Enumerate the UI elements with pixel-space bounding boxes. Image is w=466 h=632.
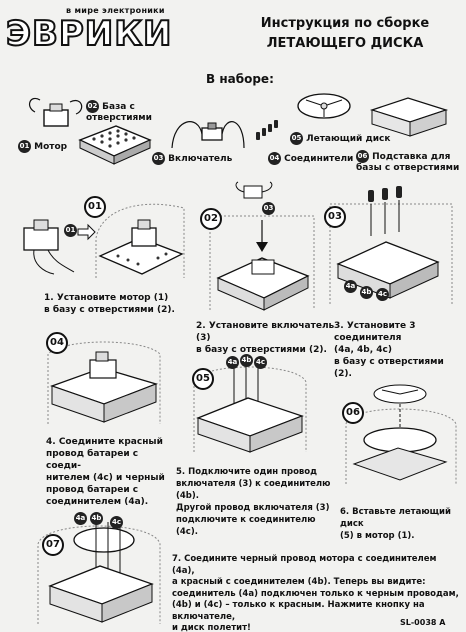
step-4-badge: 04 xyxy=(46,332,68,354)
disc-part-illustration xyxy=(297,93,351,119)
part-number-badge: 01 xyxy=(18,140,31,153)
step-7-callout-4b: 4b xyxy=(90,508,103,527)
part-label: Подставка для базы с отверстиями xyxy=(356,152,460,173)
step-3-badge: 03 xyxy=(324,206,346,228)
step-5-callout-4b: 4b xyxy=(240,350,253,369)
step-1-motor-illustration xyxy=(23,219,75,275)
page-title: Инструкция по сборке ЛЕТАЮЩЕГО ДИСКА xyxy=(230,14,460,54)
step-1-base-illustration xyxy=(95,203,185,278)
part-number-badge: 02 xyxy=(86,100,99,113)
step-4-base-illustration xyxy=(47,341,161,424)
part-stand: 06 Подставка для базы с отверстиями xyxy=(356,150,464,174)
step-4-text: 4. Соедините красный провод батареи с со… xyxy=(46,437,165,507)
kit-heading: В наборе: xyxy=(206,72,274,86)
step-7-text: 7. Соедините черный провод мотора с соед… xyxy=(172,554,459,632)
part-switch: 03 Включатель xyxy=(152,152,232,165)
step-3-callout-4c: 4c xyxy=(376,284,389,303)
connectors-part-illustration xyxy=(256,120,278,140)
part-label: Мотор xyxy=(34,142,68,152)
base-part-illustration xyxy=(78,125,152,165)
motor-part-illustration xyxy=(28,97,83,127)
step-7-assembly-illustration xyxy=(37,522,161,624)
brand-logo: ЭВРИКИ xyxy=(5,13,173,55)
step-5-callout-4c: 4c xyxy=(254,352,267,371)
switch-part-illustration xyxy=(171,121,245,149)
part-disc: 05 Летающий диск xyxy=(290,132,390,145)
brand-tagline: в мире электроники xyxy=(66,6,165,15)
step-1-text: 1. Установите мотор (1) в базу с отверст… xyxy=(44,293,175,315)
step-6-badge: 06 xyxy=(342,402,364,424)
product-code: SL-0038 A xyxy=(400,618,446,627)
part-number-badge: 04 xyxy=(268,152,281,165)
part-label: Соединители xyxy=(284,154,354,164)
part-number-badge: 06 xyxy=(356,150,369,163)
step-2-text: 2. Установите включатель (3) в базу с от… xyxy=(196,321,335,355)
step-7-badge: 07 xyxy=(42,534,64,556)
step-3-callout-4a: 4a xyxy=(344,276,357,295)
part-connectors: 04 Соединители xyxy=(268,152,353,165)
step-2-callout-03: 03 xyxy=(262,198,275,217)
step-2-switch-illustration xyxy=(235,181,273,199)
step-7-callout-4c: 4c xyxy=(110,512,123,531)
part-label: Летающий диск xyxy=(306,134,391,144)
step-3-text: 3. Установите 3 соединителя (4a, 4b, 4c)… xyxy=(334,321,444,379)
part-motor: 01 Мотор xyxy=(18,140,67,153)
step-1-callout-01: 01 xyxy=(64,220,77,239)
step-3-callout-4b: 4b xyxy=(360,282,373,301)
step-6-disc-illustration xyxy=(345,384,457,484)
step-5-badge: 05 xyxy=(192,368,214,390)
step-1-badge: 01 xyxy=(84,196,106,218)
part-number-badge: 03 xyxy=(152,152,165,165)
part-number-badge: 05 xyxy=(290,132,303,145)
part-label: База с отверстиями xyxy=(86,102,152,123)
step-6-text: 6. Вставьте летающий диск (5) в мотор (1… xyxy=(340,507,451,541)
step-2-badge: 02 xyxy=(200,208,222,230)
part-label: Включатель xyxy=(168,154,233,164)
title-line-2: ЛЕТАЮЩЕГО ДИСКА xyxy=(266,36,424,51)
step-5-callout-4a: 4a xyxy=(226,352,239,371)
step-7-callout-4a: 4a xyxy=(74,508,87,527)
part-base: 02 База с отверстиями xyxy=(86,100,176,124)
title-line-1: Инструкция по сборке xyxy=(260,16,430,31)
step-2-base-illustration xyxy=(209,215,315,311)
step-5-text: 5. Подключите один провод включателя (3)… xyxy=(176,467,331,537)
stand-part-illustration xyxy=(369,97,449,137)
step-arrow-icon xyxy=(77,223,96,241)
